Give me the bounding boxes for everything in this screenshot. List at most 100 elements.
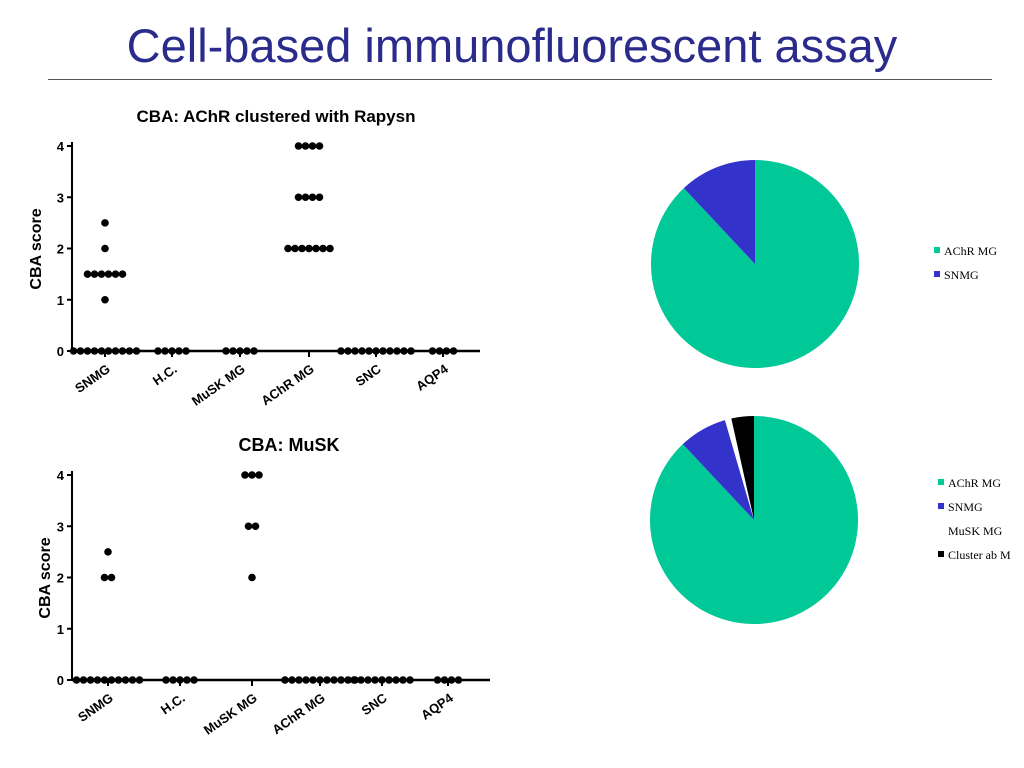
- pie-slice: [731, 416, 754, 520]
- data-point: [406, 676, 414, 684]
- y-tick-label: 3: [57, 190, 64, 205]
- data-point: [111, 347, 120, 355]
- legend-swatch: [938, 551, 944, 557]
- data-point: [454, 676, 463, 684]
- data-point: [344, 347, 352, 355]
- data-point: [90, 270, 99, 278]
- x-tick-label: SNC: [359, 690, 391, 718]
- y-tick-label: 2: [57, 242, 64, 257]
- legend-label: AChR MG: [948, 476, 1001, 490]
- title-divider: [48, 79, 992, 80]
- legend-swatch: [934, 271, 940, 277]
- data-point: [79, 676, 88, 684]
- data-point: [288, 676, 296, 684]
- legend-label: Cluster ab M: [948, 548, 1011, 562]
- y-tick-label: 0: [57, 344, 64, 359]
- data-point: [100, 573, 109, 582]
- slide-title: Cell-based immunofluorescent assay: [126, 19, 898, 72]
- data-point: [251, 522, 260, 531]
- data-point: [312, 244, 320, 253]
- data-point: [190, 676, 198, 684]
- data-point: [281, 676, 289, 684]
- data-point: [428, 347, 437, 355]
- legend-swatch: [934, 247, 940, 253]
- data-point: [243, 347, 251, 355]
- data-point: [111, 270, 120, 278]
- chart-title: CBA: MuSK: [239, 435, 340, 455]
- pie-slice: [682, 420, 754, 520]
- data-point: [128, 676, 137, 684]
- data-point: [114, 676, 123, 684]
- data-point: [107, 573, 116, 582]
- data-point: [294, 193, 303, 202]
- data-point: [400, 347, 408, 355]
- x-tick-label: AQP4: [418, 690, 456, 723]
- data-point: [291, 244, 299, 253]
- x-tick-label: AQP4: [413, 361, 451, 394]
- x-tick-label: MuSK MG: [189, 361, 248, 408]
- y-tick-label: 2: [57, 571, 64, 586]
- x-tick-label: AChR MG: [258, 361, 316, 408]
- pie-slice: [724, 418, 754, 520]
- data-point: [309, 676, 317, 684]
- data-point: [330, 676, 338, 684]
- data-point: [326, 244, 334, 253]
- data-point: [308, 142, 317, 150]
- pie-chart-1: AChR MG SNMG: [651, 160, 997, 369]
- legend-swatch: [938, 527, 944, 533]
- data-point: [294, 142, 303, 150]
- data-point: [250, 347, 258, 355]
- data-point: [229, 347, 237, 355]
- data-point: [118, 347, 127, 355]
- data-point: [284, 244, 292, 253]
- data-point: [315, 193, 324, 202]
- data-point: [104, 270, 113, 278]
- data-point: [393, 347, 401, 355]
- data-point: [90, 347, 99, 355]
- data-point: [323, 676, 331, 684]
- data-point: [337, 347, 345, 355]
- data-point: [168, 347, 176, 355]
- x-tick-label: MuSK MG: [201, 690, 260, 737]
- data-point: [104, 548, 112, 556]
- x-tick-label: SNC: [353, 361, 385, 389]
- legend-label: SNMG: [948, 500, 983, 514]
- data-point: [248, 471, 256, 479]
- data-point: [182, 347, 190, 355]
- data-point: [154, 347, 162, 355]
- legend-label: AChR MG: [944, 244, 997, 258]
- data-point: [351, 347, 359, 355]
- data-point: [101, 219, 109, 227]
- x-tick-label: AChR MG: [269, 690, 327, 737]
- data-point: [447, 676, 456, 684]
- data-point: [241, 471, 249, 479]
- data-point: [101, 244, 109, 253]
- data-point: [162, 676, 170, 684]
- data-point: [298, 244, 306, 253]
- data-point: [69, 347, 78, 355]
- data-point: [132, 347, 141, 355]
- data-point: [350, 676, 358, 684]
- data-point: [248, 573, 256, 582]
- data-point: [183, 676, 191, 684]
- data-point: [378, 676, 386, 684]
- data-point: [175, 347, 183, 355]
- data-point: [135, 676, 144, 684]
- data-point: [93, 676, 102, 684]
- data-point: [364, 676, 372, 684]
- x-tick-label: SNMG: [75, 690, 116, 725]
- data-point: [386, 347, 394, 355]
- legend-swatch: [938, 479, 944, 485]
- data-point: [72, 676, 81, 684]
- data-point: [385, 676, 393, 684]
- data-point: [301, 142, 310, 150]
- data-point: [407, 347, 415, 355]
- data-point: [107, 676, 116, 684]
- pie-slice: [651, 160, 860, 369]
- data-point: [97, 347, 106, 355]
- legend-label: SNMG: [944, 268, 979, 282]
- data-point: [319, 244, 327, 253]
